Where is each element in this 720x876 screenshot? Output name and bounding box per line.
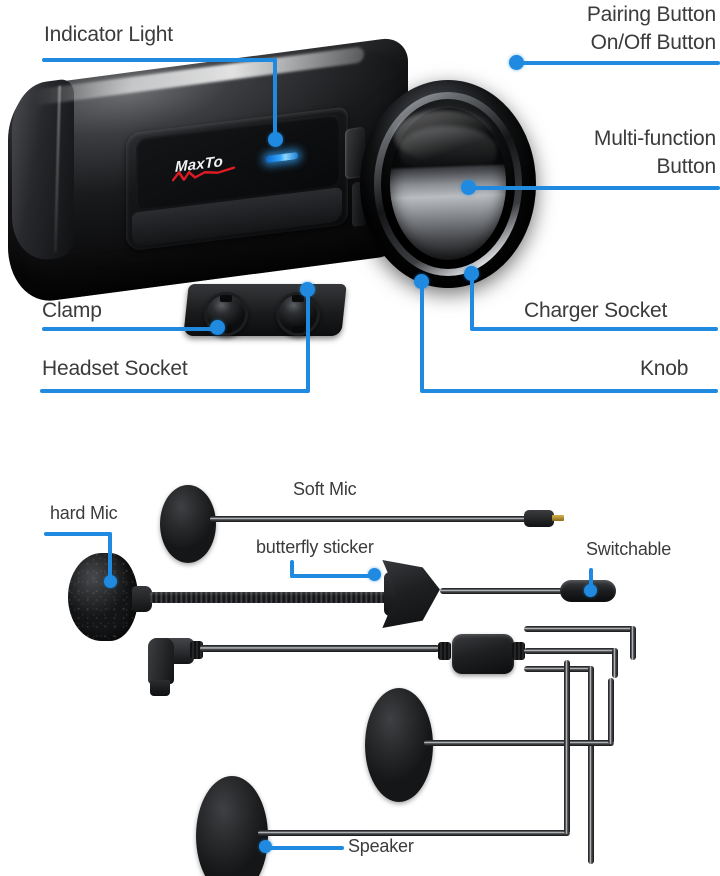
splitter-output-cable-1 (524, 626, 634, 632)
headset-device-illustration: MaxTo (8, 35, 536, 336)
leader-indicator-light-h (42, 58, 277, 62)
dot-multifunction-button (461, 180, 476, 195)
dot-hard-mic (104, 575, 117, 588)
leader-butterfly-v (290, 560, 294, 578)
butterfly-output-cable (440, 588, 598, 594)
splitter-output-cable-2-vertical (612, 648, 618, 678)
speaker-pad-upper (365, 688, 433, 802)
accessories-panel: hard Mic Soft Mic butterfly sticker Swit… (0, 420, 720, 876)
callout-headset-socket: Headset Socket (42, 357, 188, 380)
dot-indicator-light (268, 132, 283, 147)
usb-plug-tip (150, 680, 170, 696)
dot-switchable (584, 584, 597, 597)
leader-headset-socket-v (306, 288, 310, 391)
cable-splitter-box (452, 634, 514, 674)
micro-usb-plug (144, 638, 198, 700)
knob-face (390, 108, 506, 260)
callout-speaker: Speaker (348, 836, 414, 856)
splitter-output-cable-3-vertical (588, 666, 594, 864)
splitter-output-cable-1-vertical (630, 626, 636, 660)
leader-pairing-button (516, 61, 720, 65)
soft-mic-pad (160, 485, 216, 563)
speaker-lower-cable (258, 830, 570, 836)
callout-onoff-button: On/Off Button (590, 31, 717, 54)
leader-hard-mic-v (108, 532, 112, 580)
callout-multifunction-line2: Button (656, 155, 716, 178)
hard-mic-gooseneck (148, 592, 398, 603)
leader-hard-mic-h (44, 532, 112, 536)
usb-main-cable (200, 645, 440, 652)
dot-butterfly-sticker (368, 568, 381, 581)
usb-plug-arm-vertical (148, 638, 174, 684)
speaker-upper-cable-riser (608, 678, 614, 744)
callout-clamp: Clamp (42, 299, 102, 322)
hard-mic-foam (68, 553, 138, 641)
leader-knob-v (420, 280, 424, 391)
callout-pairing-button: Pairing Button (586, 3, 716, 26)
soft-mic-plug (524, 510, 564, 527)
callout-multifunction-line1: Multi-function (593, 127, 716, 150)
callout-knob: Knob (640, 357, 689, 380)
leader-butterfly-h (290, 574, 374, 578)
leader-charger-socket-v (470, 272, 474, 329)
callout-hard-mic: hard Mic (50, 503, 118, 523)
multifunction-knob[interactable] (360, 80, 536, 288)
callout-charger-socket: Charger Socket (524, 299, 668, 322)
splitter-outlet-strain (512, 642, 525, 660)
leader-multifunction-button (468, 186, 720, 190)
charger-socket-port[interactable] (276, 292, 320, 336)
device-left-edge (12, 77, 74, 265)
leader-knob-h (420, 389, 718, 393)
dot-clamp (210, 320, 225, 335)
soft-mic-cable (210, 516, 530, 522)
leader-clamp (42, 327, 218, 331)
device-panel: MaxTo Indicator Light Pairin (0, 0, 720, 420)
hard-mic-collar (132, 586, 152, 612)
speaker-lower-cable-riser (564, 660, 570, 834)
usb-strain-relief (190, 641, 203, 659)
speaker-pad-lower[interactable] (196, 776, 268, 876)
maxto-wave-icon (172, 166, 236, 182)
callout-soft-mic: Soft Mic (293, 479, 357, 499)
maxto-logo: MaxTo (171, 150, 243, 185)
leader-charger-socket-h (470, 327, 718, 331)
soft-mic-plug-pin (552, 515, 564, 521)
callout-butterfly-sticker: butterfly sticker (256, 537, 374, 557)
speaker-upper-cable (424, 740, 614, 746)
leader-headset-socket-h (40, 389, 310, 393)
splitter-output-cable-3 (524, 666, 594, 672)
callout-indicator-light: Indicator Light (44, 23, 173, 46)
splitter-inlet-strain (438, 642, 451, 660)
leader-switchable-v (589, 568, 593, 590)
dot-knob (414, 274, 429, 289)
leader-indicator-light-v (273, 58, 277, 136)
callout-switchable: Switchable (586, 539, 672, 559)
dot-charger-socket (464, 266, 479, 281)
splitter-output-cable-2 (524, 648, 616, 654)
dot-speaker (259, 840, 272, 853)
dot-headset-socket (300, 282, 315, 297)
knob-gloss-highlight (394, 110, 494, 162)
soft-mic-plug-body (524, 510, 554, 527)
dot-pairing-button (509, 55, 524, 70)
leader-speaker-h (268, 846, 344, 850)
